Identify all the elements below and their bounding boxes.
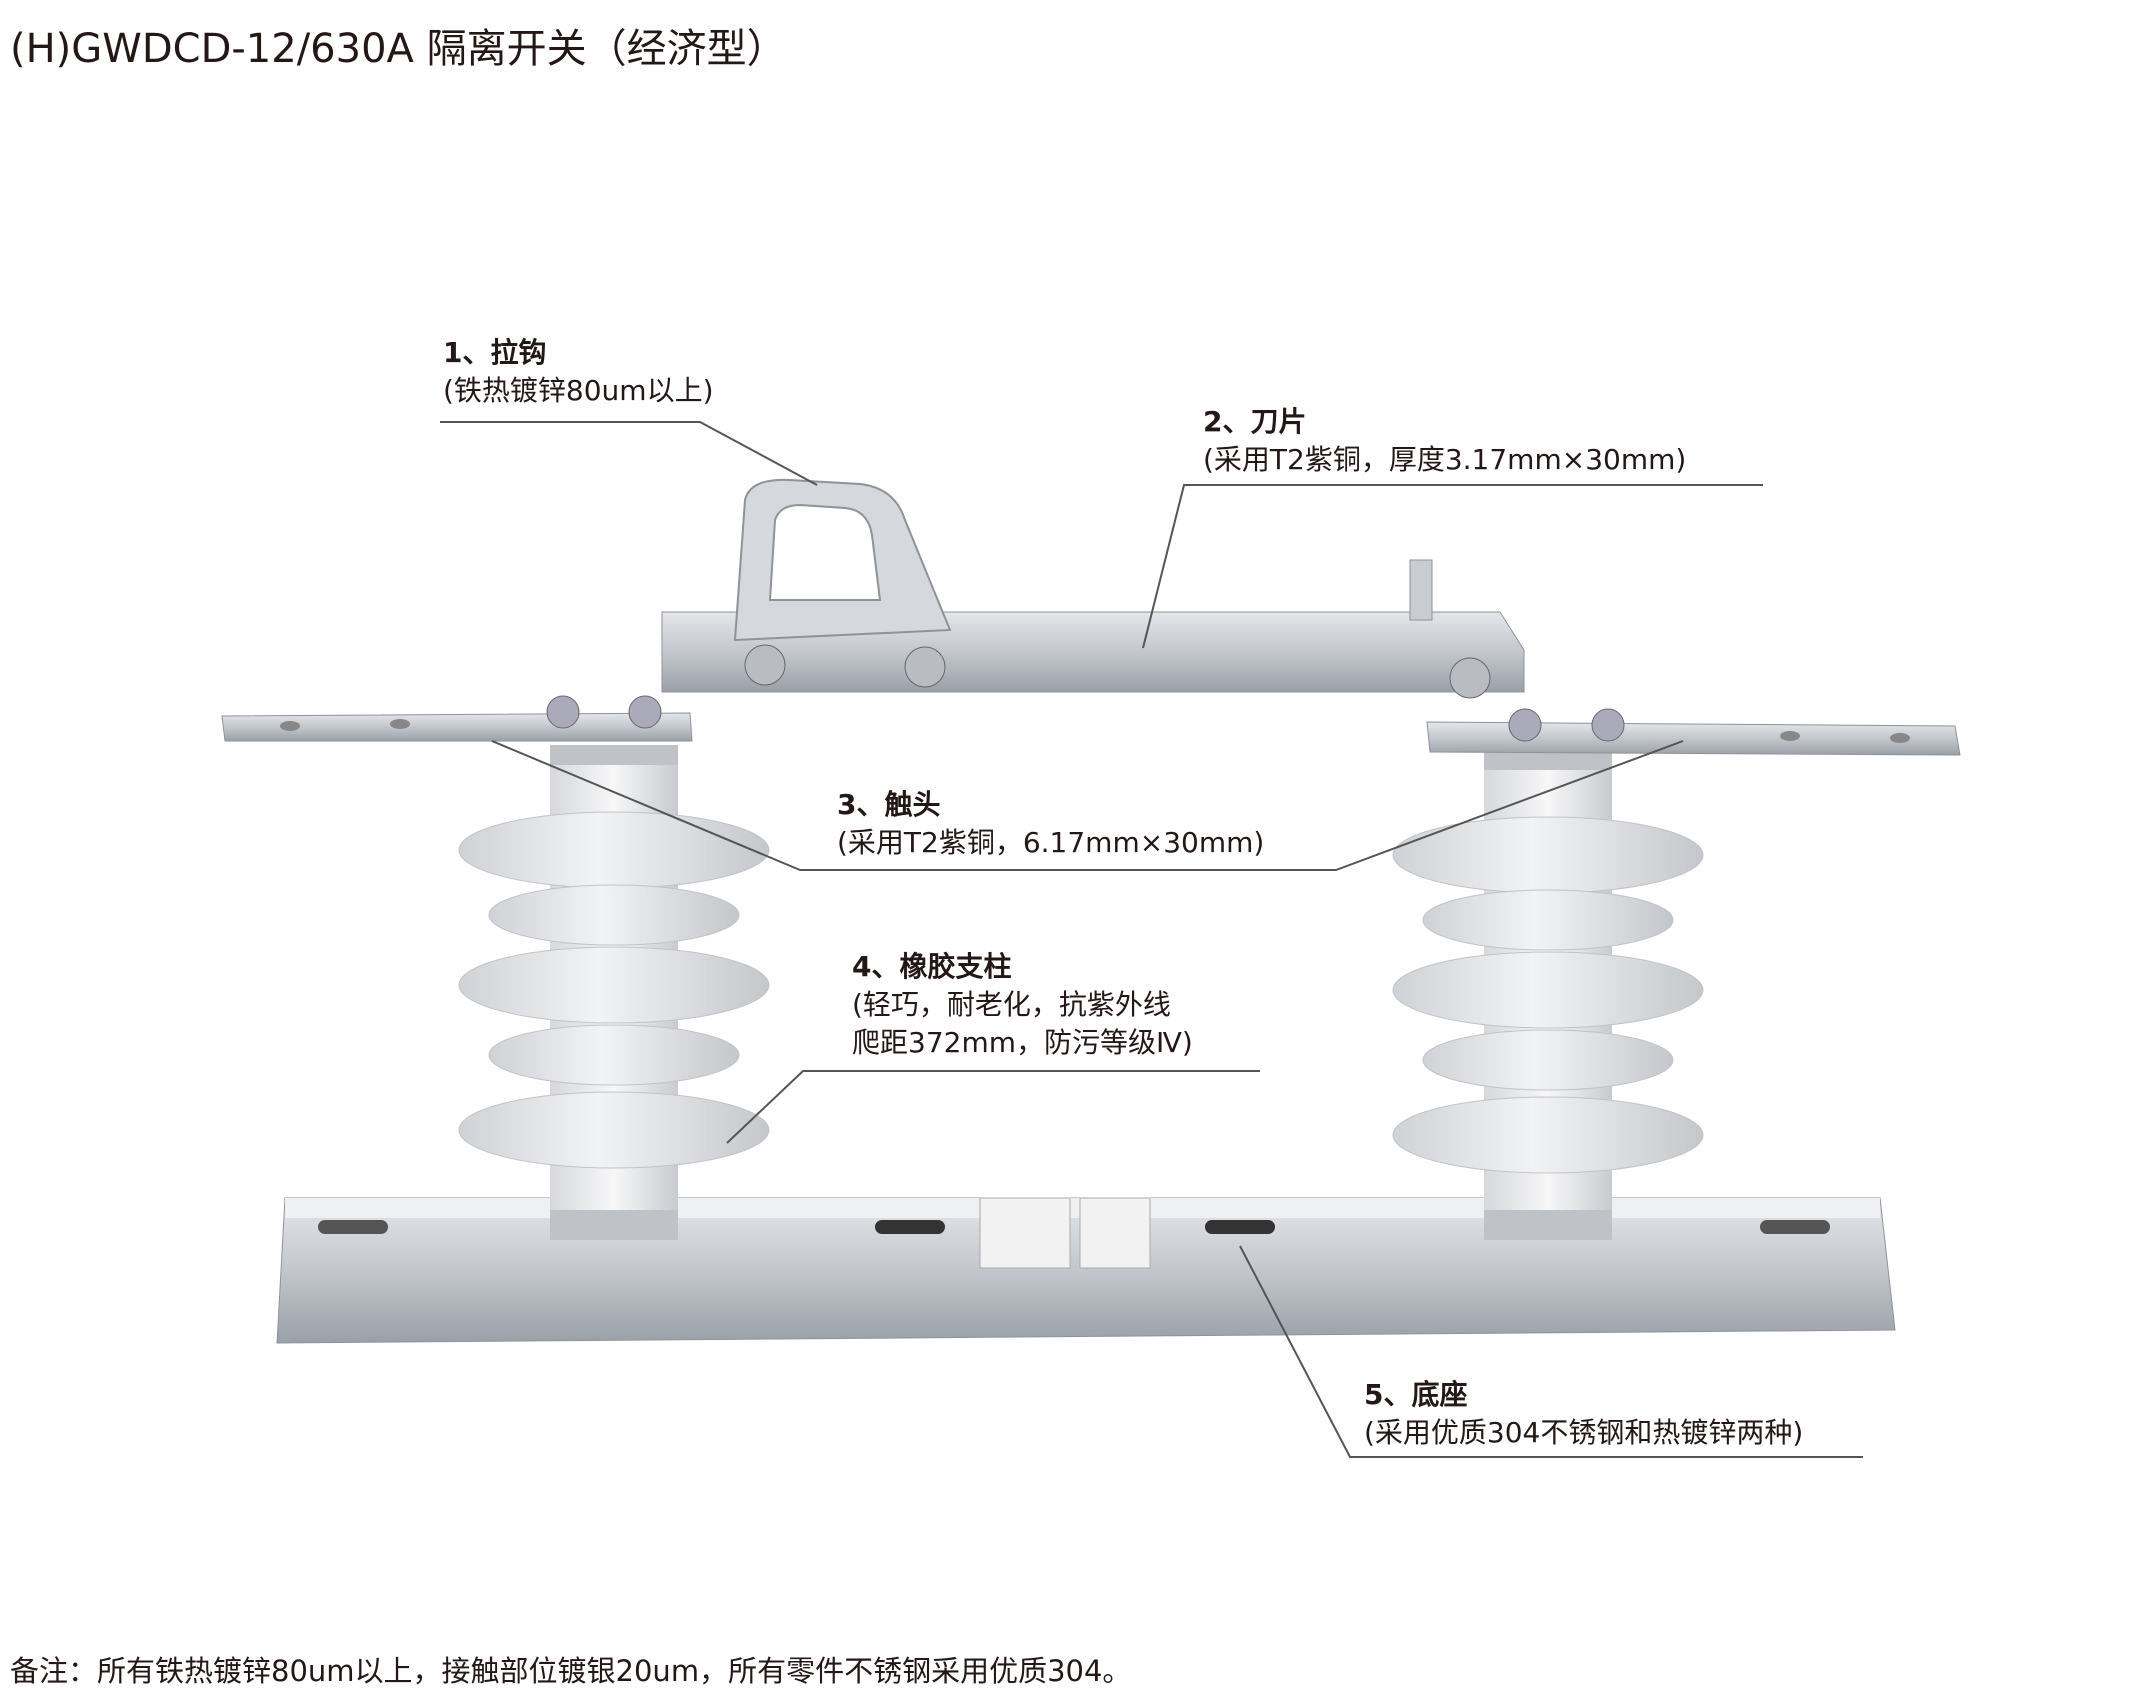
callout-insulator: 4、橡胶支柱 (轻巧，耐老化，抗紫外线 爬距372mm，防污等级Ⅳ)	[852, 948, 1193, 1062]
callout-text: (采用T2紫铜，6.17mm×30mm)	[837, 826, 1265, 859]
right-insulator	[1392, 750, 1704, 1240]
leader-line-3	[491, 740, 1684, 871]
callout-heading: 4、橡胶支柱	[852, 950, 1012, 983]
pull-hook	[733, 478, 952, 642]
callout-text: 爬距372mm，防污等级Ⅳ)	[852, 1026, 1193, 1059]
callout-heading: 2、刀片	[1203, 405, 1307, 438]
callout-contact: 3、触头 (采用T2紫铜，6.17mm×30mm)	[837, 786, 1264, 862]
page-title: (H)GWDCD-12/630A 隔离开关（经济型）	[10, 26, 787, 72]
leader-line-2	[1142, 484, 1763, 649]
callout-text: (采用优质304不锈钢和热镀锌两种)	[1364, 1416, 1804, 1449]
callout-heading: 5、底座	[1364, 1378, 1468, 1411]
leader-line-5	[1239, 1245, 1863, 1458]
leader-line-1	[440, 421, 818, 486]
base-channel	[276, 1197, 1896, 1344]
callout-heading: 3、触头	[837, 788, 941, 821]
callout-heading: 1、拉钩	[443, 336, 547, 369]
callout-base: 5、底座 (采用优质304不锈钢和热镀锌两种)	[1364, 1376, 1803, 1452]
left-terminal	[221, 695, 693, 742]
callout-text: (铁热镀锌80um以上)	[443, 374, 714, 407]
callout-text: (轻巧，耐老化，抗紫外线	[852, 988, 1171, 1021]
left-insulator	[458, 745, 770, 1240]
callout-blade: 2、刀片 (采用T2紫铜，厚度3.17mm×30mm)	[1203, 403, 1686, 479]
callout-text: (采用T2紫铜，厚度3.17mm×30mm)	[1203, 443, 1687, 476]
callout-hook: 1、拉钩 (铁热镀锌80um以上)	[443, 334, 714, 410]
right-terminal	[1426, 708, 1961, 756]
leader-line-4	[726, 1070, 1260, 1144]
footer-note: 备注：所有铁热镀锌80um以上，接触部位镀银20um，所有零件不锈钢采用优质30…	[10, 1654, 1132, 1688]
